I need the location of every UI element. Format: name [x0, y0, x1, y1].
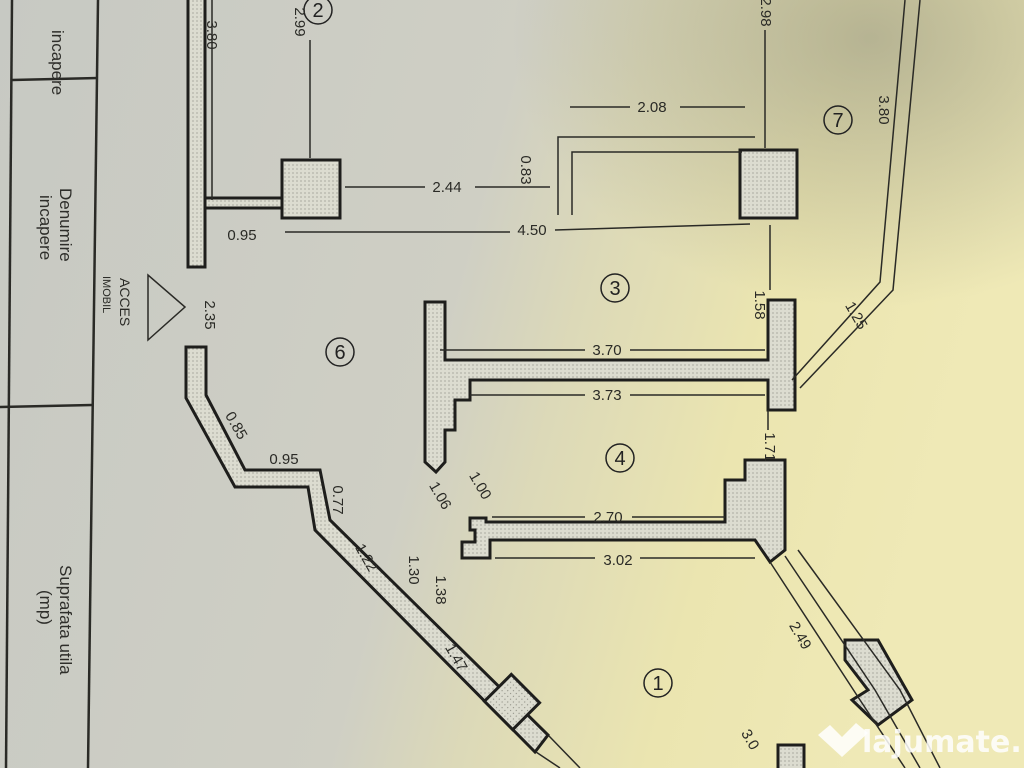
watermark-text: lajumate.ro	[862, 725, 1024, 760]
pillar-right	[738, 148, 799, 220]
dimension-lines	[211, 0, 771, 559]
svg-text:6: 6	[334, 342, 345, 364]
wall-t-middle	[423, 298, 797, 475]
svg-text:7: 7	[832, 110, 843, 132]
dim-label: 0.83	[517, 155, 534, 184]
room-4: 4	[605, 443, 635, 473]
pillar-left	[280, 158, 342, 220]
dim-label: 2.44	[432, 179, 461, 196]
dim-label: 4.50	[517, 222, 546, 239]
dim-label: 1.38	[432, 575, 449, 604]
watermark: lajumate.ro	[818, 723, 1024, 760]
room-6: 6	[325, 337, 355, 367]
dim-label: 2.98	[757, 0, 774, 27]
room-7: 7	[823, 105, 853, 135]
dim-label: 3.80	[203, 20, 220, 49]
table-header-partial: incapere	[48, 30, 67, 95]
dim-label: 0.95	[227, 227, 256, 244]
pillar-bottom	[776, 743, 806, 768]
watermark-logo-icon	[818, 723, 868, 757]
access-label: ACCES	[117, 278, 133, 326]
room-3: 3	[600, 273, 630, 303]
dim-label: 2.08	[637, 99, 666, 116]
dim-label: 1.30	[405, 555, 422, 584]
wall-branch	[203, 196, 285, 210]
svg-text:4: 4	[614, 448, 625, 470]
dim-label: 2.35	[201, 300, 218, 329]
room-1: 1	[643, 668, 673, 698]
access-marker: ACCES IMOBIL	[100, 273, 187, 342]
room-2: 2	[303, 0, 333, 25]
dim-label: 3.70	[592, 342, 621, 359]
dim-label: 0.95	[269, 451, 298, 468]
dim-label: 2.99	[291, 7, 308, 36]
svg-text:2: 2	[312, 0, 323, 22]
room-table: incapere Denumire incapere Suprafata uti…	[0, 0, 100, 768]
table-header-room-name-2: incapere	[36, 195, 55, 260]
dim-label: 1.58	[751, 290, 768, 319]
dim-label: 3.80	[875, 95, 892, 124]
dim-label: 1.71	[761, 432, 778, 461]
table-header-area-1: Suprafata utila	[56, 565, 75, 675]
access-label-2: IMOBIL	[100, 276, 112, 313]
dim-label: 3.02	[603, 552, 632, 569]
dim-label: 3.73	[592, 387, 621, 404]
room-numbers: 2 7 3 6 4 1	[303, 0, 853, 698]
table-header-room-name-1: Denumire	[56, 188, 75, 262]
pillar-lower-left	[482, 672, 542, 732]
dim-label: 0.77	[329, 485, 346, 514]
access-triangle-icon	[147, 273, 187, 342]
dim-label: 2.70	[593, 509, 622, 526]
table-header-area-2: (mp)	[36, 590, 55, 625]
svg-text:1: 1	[652, 673, 663, 695]
svg-text:3: 3	[609, 278, 620, 300]
wall-outline-thin	[557, 136, 755, 215]
outer-walls	[535, 0, 941, 768]
wall-left-upper	[186, 0, 207, 269]
wall-lower-left	[184, 345, 550, 755]
